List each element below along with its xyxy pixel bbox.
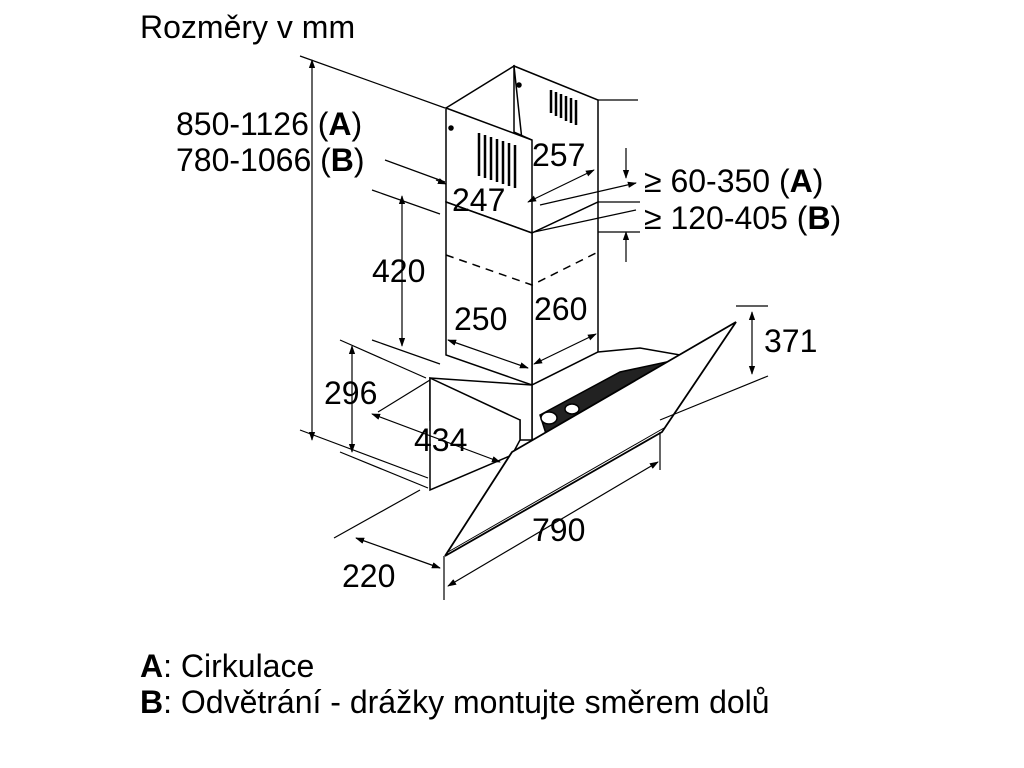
drawing-title: Rozměry v mm [140, 9, 355, 45]
legend-b-key: B [140, 684, 164, 720]
dimension-lines [299, 55, 769, 600]
legend-extraction: B: Odvětrání - drážky montujte směrem do… [140, 684, 770, 720]
chimney-front-width-label: 247 [452, 182, 505, 218]
chimney-depth-label: 257 [532, 137, 585, 173]
width-label: 790 [532, 512, 585, 548]
total-height-a-label: 850-1126 (A) [176, 106, 362, 142]
lower-chimney-front-panel [445, 200, 533, 387]
upper-chimney-top-edge [445, 64, 533, 141]
chimney-overlap-line [445, 251, 599, 286]
lower-chimney-width-label: 250 [454, 301, 507, 337]
lower-chimney-height-label: 420 [372, 253, 425, 289]
body-depth-label: 434 [414, 422, 467, 458]
vent-slots-icon [477, 90, 578, 188]
gap-a-label: ≥ 60-350 (A) [644, 163, 823, 199]
bottom-depth-label: 220 [342, 558, 395, 594]
gap-b-label: ≥ 120-405 (B) [644, 200, 841, 236]
body-height-label: 296 [324, 375, 377, 411]
legend-circulation: A: Cirkulace [140, 648, 314, 684]
lower-chimney-depth-label: 260 [534, 291, 587, 327]
total-height-label: 850-1126 (A) 780-1066 (B) [176, 106, 365, 178]
total-height-b-label: 780-1066 (B) [176, 142, 365, 178]
legend-a-key: A [140, 648, 164, 684]
legend-b-text: : Odvětrání - drážky montujte směrem dol… [163, 684, 770, 720]
legend-a-text: : Cirkulace [163, 648, 315, 684]
glass-height-label: 371 [764, 323, 817, 359]
